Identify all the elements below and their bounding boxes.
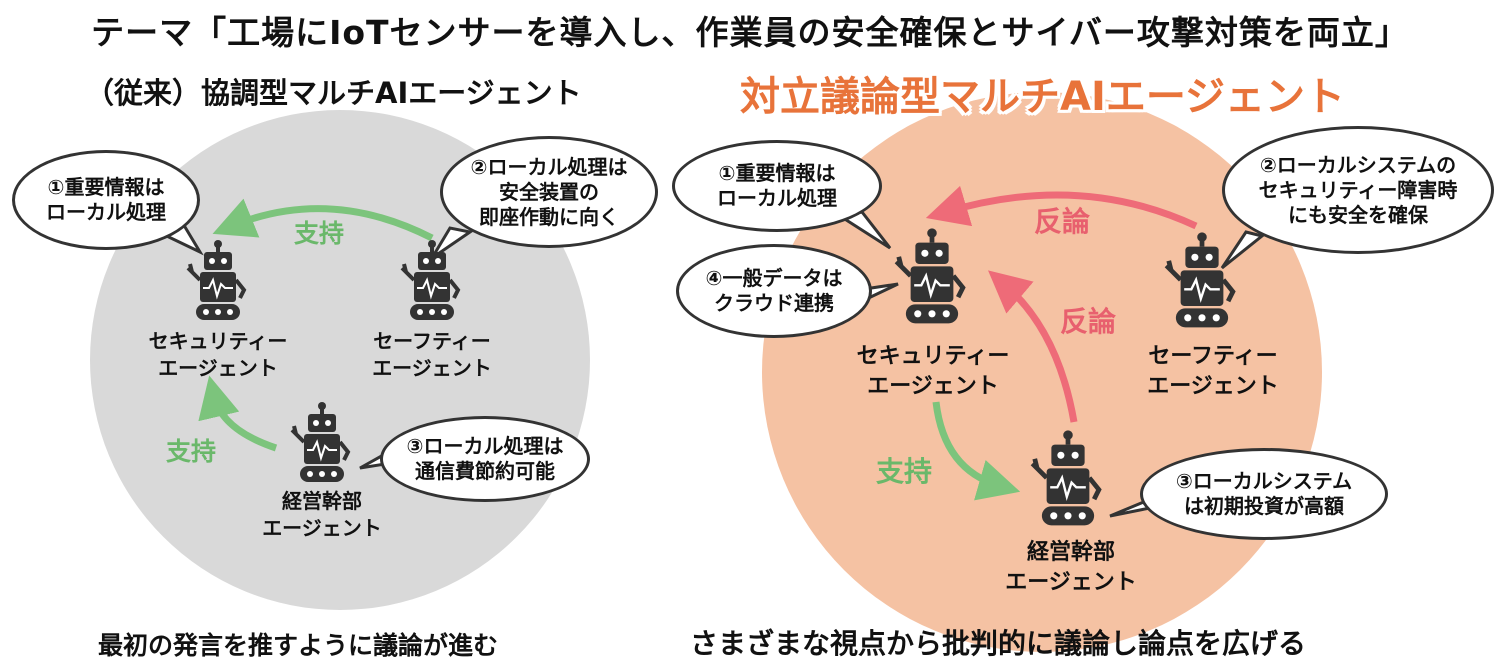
- right-agent-safety-label: セーフティー エージェント: [1147, 344, 1279, 399]
- left-edge-label-top: 支持: [294, 219, 345, 248]
- right-bubble-1-text: ①重要情報は ローカル処理: [717, 161, 837, 210]
- left-bubble-2-text: ②ローカル処理は 安全装置の 即座作動に向く: [470, 154, 628, 229]
- right-bubble-3-text: ③ローカルシステム は初期投資が高額: [1175, 469, 1353, 518]
- right-caption: さまざまな視点から批判的に議論し論点を広げる: [690, 627, 1307, 660]
- left-agent-security-label: セキュリティー エージェント: [148, 329, 288, 380]
- arrow-right-exec-to-security: [988, 270, 1078, 423]
- robot-icon: [1030, 430, 1102, 526]
- left-agent-executive-label: 経営幹部 エージェント: [262, 489, 382, 540]
- robot-icon: [186, 240, 247, 320]
- arrow-left-exec-to-security: [198, 375, 278, 452]
- right-panel-title: 対立議論型マルチAIエージェント: [740, 74, 1346, 120]
- bubble-tail-left-2: [430, 226, 474, 260]
- left-bubble-3-text: ③ローカル処理は 通信費節約可能: [406, 434, 564, 483]
- left-edge-label-left: 支持: [166, 437, 217, 466]
- right-bubble-2: ②ローカルシステムの セキュリティー障害時 にも安全を確保: [1222, 126, 1494, 254]
- left-bubble-1: ①重要情報は ローカル処理: [12, 150, 200, 250]
- right-bubble-4-text: ④一般データは クラウド連携: [705, 266, 843, 315]
- right-edge-label-bottom: 支持: [876, 455, 933, 488]
- left-caption: 最初の発言を推すように議論が進む: [98, 631, 499, 660]
- right-edge-label-middle: 反論: [1060, 305, 1117, 338]
- right-agent-security-label: セキュリティー エージェント: [856, 344, 1010, 399]
- right-agent-executive-label: 経営幹部 エージェント: [1005, 540, 1137, 595]
- left-agent-safety-label: セーフティー エージェント: [372, 329, 492, 380]
- theme-title: テーマ「工場にIoTセンサーを導入し、作業員の安全確保とサイバー攻撃対策を両立」: [91, 13, 1409, 52]
- left-panel-title: （従来）協調型マルチAIエージェント: [85, 76, 582, 110]
- arrow-right-security-to-exec: [932, 401, 1021, 501]
- right-bubble-1: ①重要情報は ローカル処理: [672, 140, 882, 232]
- right-bubble-3: ③ローカルシステム は初期投資が高額: [1140, 448, 1388, 540]
- left-bubble-1-text: ①重要情報は ローカル処理: [46, 175, 166, 224]
- left-bubble-3: ③ローカル処理は 通信費節約可能: [380, 416, 590, 502]
- bubble-tail-right-2: [1220, 230, 1266, 270]
- left-bubble-2: ②ローカル処理は 安全装置の 即座作動に向く: [440, 136, 658, 248]
- arrow-left-safety-to-security: [212, 198, 434, 242]
- robot-icon: [400, 240, 461, 320]
- right-bubble-4: ④一般データは クラウド連携: [676, 244, 872, 338]
- robot-icon: [1164, 232, 1236, 328]
- right-bubble-2-text: ②ローカルシステムの セキュリティー障害時 にも安全を確保: [1258, 152, 1458, 227]
- right-edge-label-top: 反論: [1034, 205, 1091, 238]
- robot-icon: [894, 228, 966, 324]
- robot-icon: [290, 402, 351, 482]
- arrow-right-safety-to-security: [925, 185, 1198, 230]
